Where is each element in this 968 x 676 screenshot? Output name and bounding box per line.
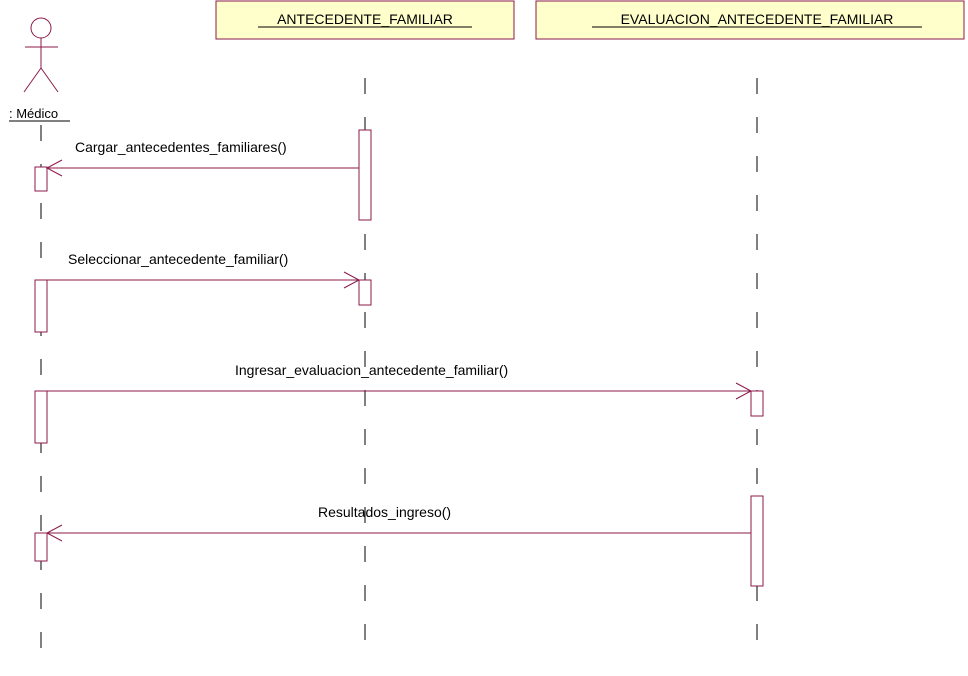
stick-figure-icon <box>23 17 59 93</box>
activation-bar <box>358 279 372 306</box>
message-resultados-ingreso[interactable]: Resultados_ingreso() <box>45 504 751 542</box>
activation-bar <box>34 532 48 562</box>
message-ingresar-evaluacion[interactable]: Ingresar_evaluacion_antecedente_familiar… <box>47 362 753 400</box>
arrowhead-icon <box>735 382 753 400</box>
message-label: Ingresar_evaluacion_antecedente_familiar… <box>235 362 508 378</box>
activation-bar <box>34 166 48 192</box>
object-box <box>215 0 515 40</box>
object-label: EVALUACION_ANTECEDENTE_FAMILIAR <box>621 11 894 27</box>
object-evaluacion-antecedente-familiar[interactable]: EVALUACION_ANTECEDENTE_FAMILIAR <box>535 0 965 40</box>
activation-bar <box>750 390 764 417</box>
message-label: Seleccionar_antecedente_familiar() <box>68 251 288 267</box>
arrowhead-icon <box>45 159 63 177</box>
message-label: Cargar_antecedentes_familiares() <box>75 139 287 155</box>
object-antecedente-familiar[interactable]: ANTECEDENTE_FAMILIAR <box>215 0 515 40</box>
arrowhead-icon <box>343 271 361 289</box>
actor-label: : Médico <box>9 106 58 121</box>
message-cargar-antecedentes[interactable]: Cargar_antecedentes_familiares() <box>45 139 359 177</box>
activation-bar <box>34 279 48 333</box>
message-label: Resultados_ingreso() <box>318 504 451 520</box>
activation-bar <box>358 129 372 221</box>
arrowhead-icon <box>45 524 63 542</box>
actor-medico[interactable]: : Médico <box>9 17 70 122</box>
message-seleccionar-antecedente[interactable]: Seleccionar_antecedente_familiar() <box>47 251 361 289</box>
object-label: ANTECEDENTE_FAMILIAR <box>277 11 453 27</box>
activation-bar <box>750 495 764 587</box>
object-box <box>535 0 965 40</box>
activation-bar <box>34 390 48 444</box>
